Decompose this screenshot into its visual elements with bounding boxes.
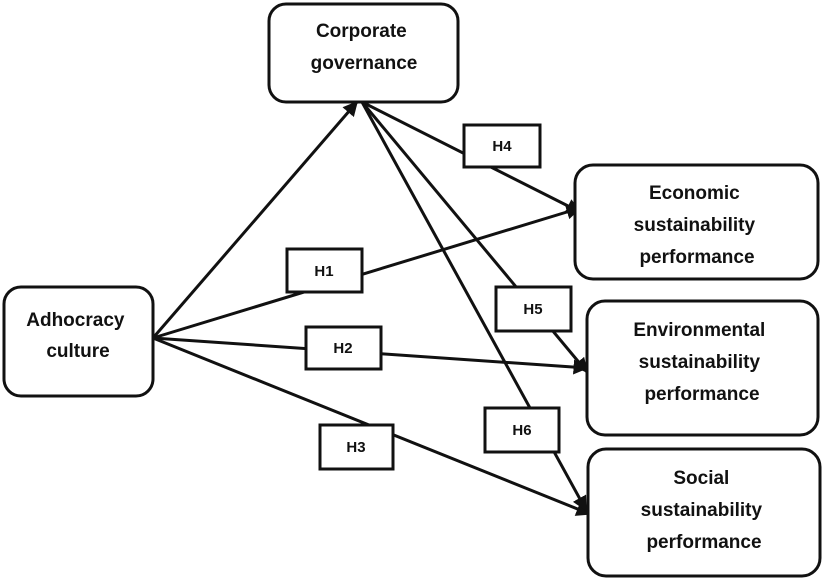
node-environmental-sustainability: Environmental sustainability performance bbox=[585, 299, 820, 437]
node-economic-sustainability: Economic sustainability performance bbox=[573, 163, 820, 281]
node-corporate-governance: Corporate governance bbox=[267, 2, 460, 104]
arrow-adhocracy-to-economic bbox=[152, 204, 582, 340]
hypothesis-text: H2 bbox=[333, 340, 352, 357]
hypothesis-text: H5 bbox=[523, 301, 542, 318]
hypothesis-label-h3: H3 bbox=[318, 423, 395, 471]
hypothesis-text: H1 bbox=[314, 263, 333, 280]
hypothesis-label-h2: H2 bbox=[304, 325, 383, 371]
node-label: Environmental sustainability performance bbox=[633, 320, 770, 405]
arrow-adhocracy-to-governance bbox=[151, 100, 359, 339]
hypothesis-label-h4: H4 bbox=[462, 123, 542, 169]
node-label: Adhocracy culture bbox=[26, 310, 129, 362]
hypothesis-label-h5: H5 bbox=[494, 285, 573, 333]
node-social-sustainability: Social sustainability performance bbox=[586, 447, 822, 578]
node-label: Economic sustainability performance bbox=[634, 183, 761, 268]
hypothesis-text: H4 bbox=[492, 138, 512, 155]
node-label: Social sustainability performance bbox=[641, 468, 768, 553]
hypothesis-text: H3 bbox=[346, 439, 365, 456]
hypothesis-text: H6 bbox=[512, 422, 531, 439]
hypothesis-label-h1: H1 bbox=[285, 247, 364, 294]
node-adhocracy-culture: Adhocracy culture bbox=[2, 285, 155, 398]
hypothesis-label-h6: H6 bbox=[483, 406, 561, 454]
node-label: Corporate governance bbox=[311, 21, 418, 74]
